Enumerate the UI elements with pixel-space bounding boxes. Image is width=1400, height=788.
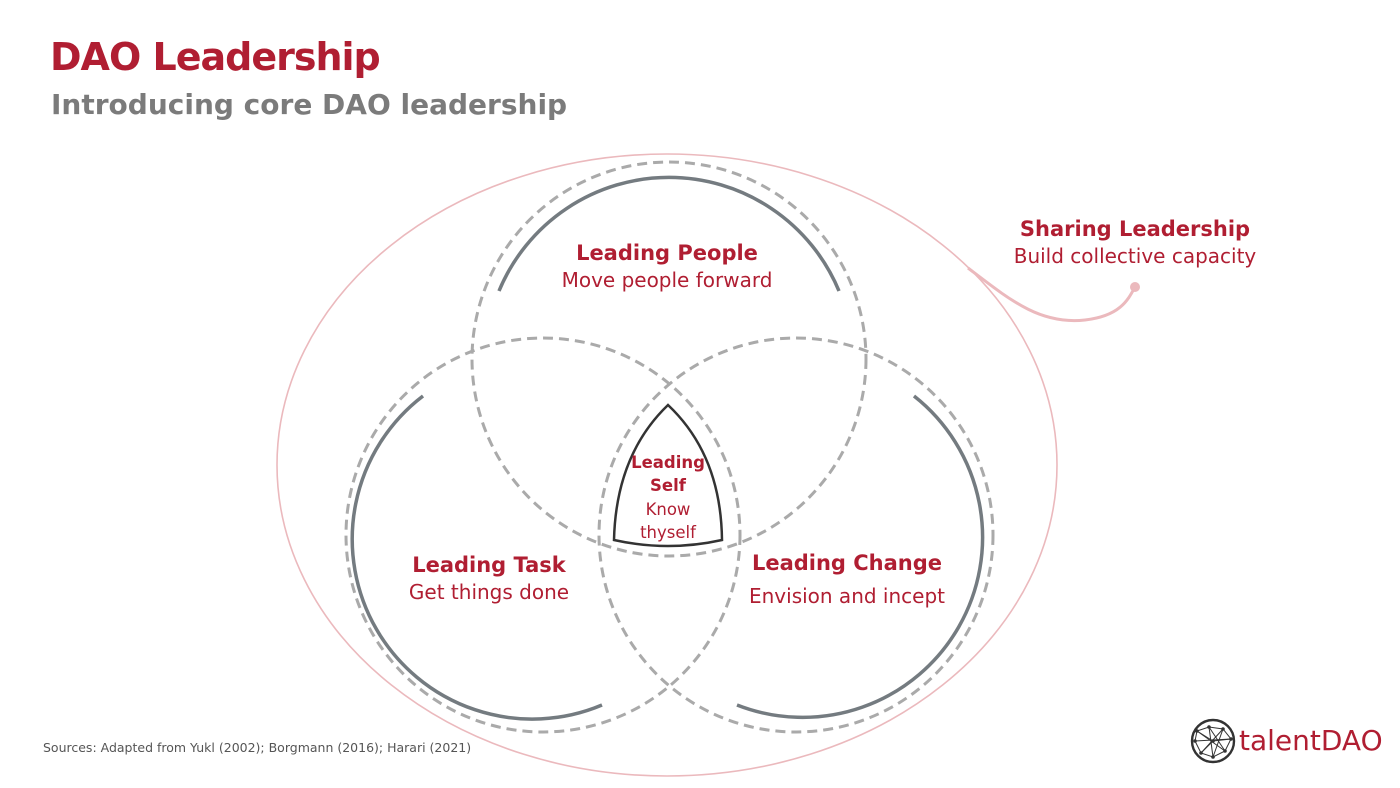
page-title: DAO Leadership <box>50 35 381 79</box>
circle-leading-people <box>470 160 868 558</box>
circle-leading-change <box>597 336 995 734</box>
sharing-leadership-title: Sharing Leadership <box>1020 217 1250 241</box>
talentdao-logo: talentDAO <box>1189 715 1389 767</box>
logo-text: talentDAO <box>1239 724 1383 757</box>
leading-task-title: Leading Task <box>412 553 567 577</box>
circle-leading-task <box>344 336 742 734</box>
leading-self-title-line1: Leading <box>631 453 705 472</box>
leading-people-desc: Move people forward <box>562 268 773 292</box>
leading-change-desc: Envision and incept <box>749 584 945 608</box>
center-leading-self-shape <box>612 403 724 548</box>
sharing-leadership-connector <box>967 266 1137 323</box>
arc-leading-task <box>350 394 603 721</box>
leading-people-title: Leading People <box>576 241 758 265</box>
sharing-leadership-desc: Build collective capacity <box>1014 244 1257 268</box>
leading-task-desc: Get things done <box>409 580 569 604</box>
arc-leading-change <box>736 394 985 720</box>
leading-self-title-line2: Self <box>650 476 687 495</box>
arc-leading-people <box>497 175 841 292</box>
leading-change-title: Leading Change <box>752 551 942 575</box>
network-globe-icon <box>1190 718 1236 764</box>
leading-self-desc-line1: Know <box>646 500 691 519</box>
leading-self-desc-line2: thyself <box>640 523 697 542</box>
sharing-leadership-connector-dot <box>1130 282 1140 292</box>
sources-note: Sources: Adapted from Yukl (2002); Borgm… <box>43 740 472 755</box>
page-subtitle: Introducing core DAO leadership <box>51 88 568 121</box>
outer-ellipse-sharing-leadership <box>276 153 1058 777</box>
